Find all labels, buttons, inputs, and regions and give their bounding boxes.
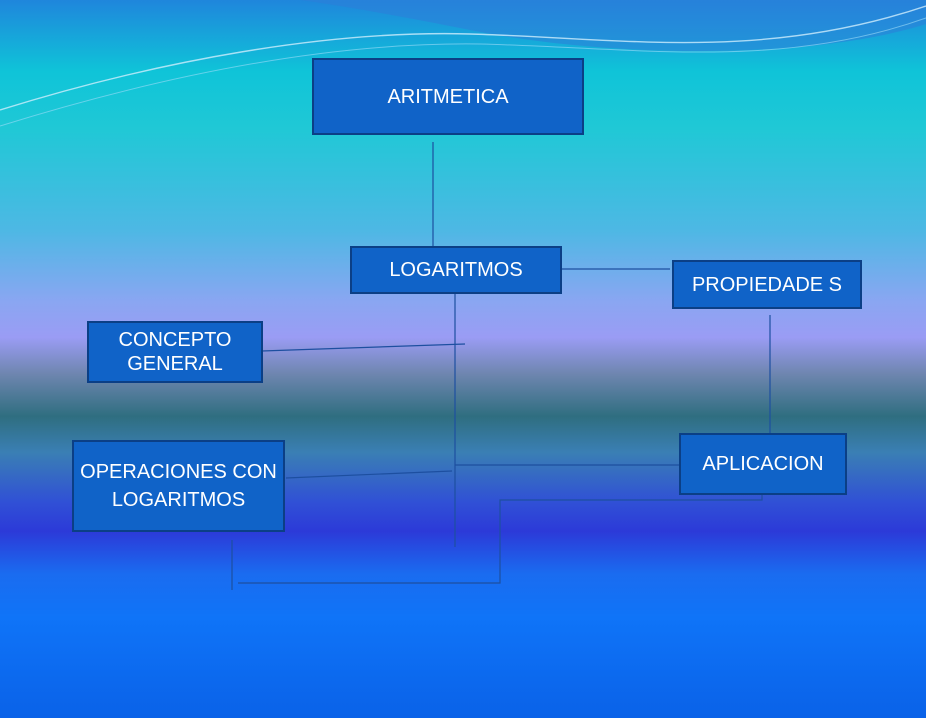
node-aplicacion-label: APLICACION xyxy=(702,453,824,475)
node-operaciones-label: OPERACIONES CON LOGARITMOS xyxy=(80,461,277,511)
node-operaciones: OPERACIONES CON LOGARITMOS xyxy=(72,440,285,532)
node-propiedades: PROPIEDADE S xyxy=(672,260,862,309)
connector-concepto xyxy=(261,343,466,352)
node-logaritmos-label: LOGARITMOS xyxy=(389,259,523,281)
decorative-wave xyxy=(0,0,926,127)
connector-operaciones xyxy=(285,470,453,479)
node-aritmetica: ARITMETICA xyxy=(312,58,584,135)
node-logaritmos: LOGARITMOS xyxy=(350,246,562,294)
node-concepto: CONCEPTO GENERAL xyxy=(87,321,263,383)
connector-bottom-route xyxy=(238,495,763,584)
node-concepto-label: CONCEPTO GENERAL xyxy=(118,329,232,375)
node-aplicacion: APLICACION xyxy=(679,433,847,495)
node-propiedades-label: PROPIEDADE S xyxy=(691,273,843,296)
node-aritmetica-label: ARITMETICA xyxy=(387,85,509,108)
